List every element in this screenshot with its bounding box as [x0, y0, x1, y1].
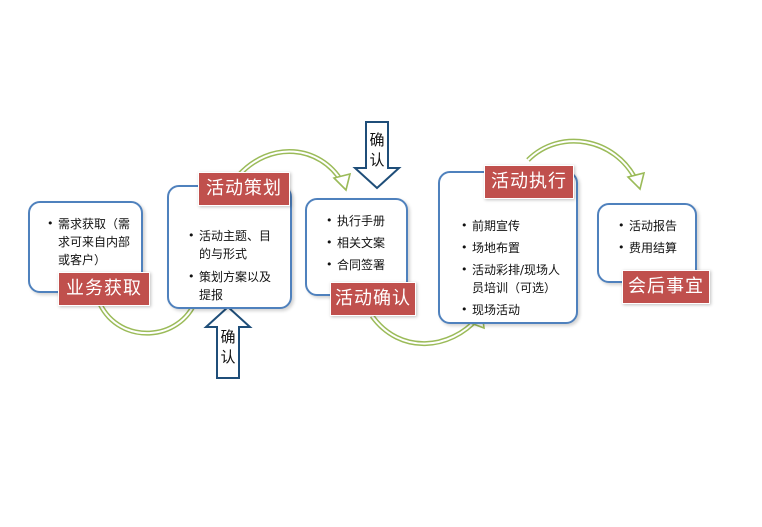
stage-title-event-execution: 活动执行: [484, 165, 574, 199]
stage-item: 活动主题、目的与形式: [188, 227, 282, 263]
stage-item: 活动彩排/现场人员培训（可选）: [461, 261, 566, 297]
curved-arrow-2: [236, 149, 352, 192]
stage-item: 场地布置: [461, 239, 566, 257]
stage-item-list: 执行手册 相关文案 合同签署: [323, 212, 400, 274]
stage-box-event-confirmation: 执行手册 相关文案 合同签署: [305, 198, 408, 296]
stage-item: 相关文案: [326, 234, 400, 252]
stage-item: 现场活动: [461, 301, 566, 319]
stage-item: 执行手册: [326, 212, 400, 230]
stage-item-list: 活动主题、目的与形式 策划方案以及提报: [185, 227, 282, 304]
stage-item: 需求获取（需求可来自内部或客户）: [47, 215, 133, 269]
confirm-arrow-up-label: 确 认: [217, 327, 239, 367]
stage-item: 合同签署: [326, 256, 400, 274]
stage-title-event-confirmation: 活动确认: [330, 282, 416, 316]
stage-box-post-event: 活动报告 费用结算: [597, 203, 697, 283]
stage-item-list: 前期宣传 场地布置 活动彩排/现场人员培训（可选） 现场活动: [458, 217, 566, 319]
stage-item-list: 需求获取（需求可来自内部或客户）: [44, 215, 133, 269]
confirm-label-line2: 认: [369, 151, 385, 169]
curved-arrow-4: [526, 138, 646, 191]
confirm-label-line2: 认: [220, 348, 236, 366]
confirm-label-line1: 确: [220, 328, 236, 346]
stage-item: 费用结算: [618, 239, 689, 257]
confirm-arrow-up: [203, 305, 253, 379]
stage-title-business-acquisition: 业务获取: [58, 272, 150, 306]
stage-title-post-event: 会后事宜: [622, 270, 710, 304]
stage-item: 前期宣传: [461, 217, 566, 235]
stage-title-event-planning: 活动策划: [198, 172, 290, 206]
confirm-label-line1: 确: [369, 131, 385, 149]
confirm-arrow-down: [352, 121, 402, 190]
confirm-arrow-down-label: 确 认: [366, 130, 388, 170]
stage-item: 活动报告: [618, 217, 689, 235]
stage-item-list: 活动报告 费用结算: [615, 217, 689, 257]
stage-item: 策划方案以及提报: [188, 268, 282, 304]
